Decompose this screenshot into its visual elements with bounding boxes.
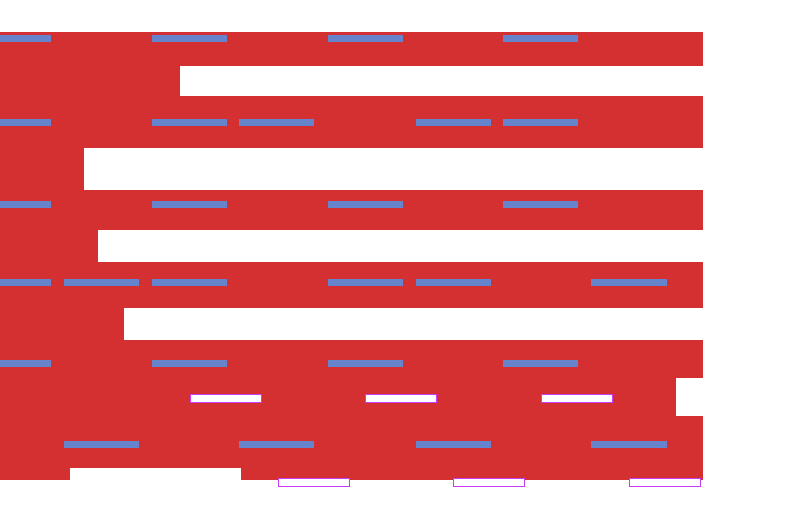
page-gap [676, 378, 703, 416]
masked-text-line[interactable] [328, 279, 403, 286]
masked-text-line[interactable] [152, 35, 227, 42]
page-gap [70, 468, 241, 509]
masked-text-line[interactable] [152, 201, 227, 208]
masked-text-line[interactable] [0, 35, 51, 42]
legend-redaction-label: redacted body block [0, 0, 1, 1]
highlight-span[interactable] [365, 394, 437, 403]
masked-text-line[interactable] [239, 441, 314, 448]
masked-text-line[interactable] [0, 119, 51, 126]
page-gap [98, 230, 703, 262]
page-gap [180, 66, 703, 96]
masked-text-line[interactable] [239, 119, 314, 126]
masked-text-line[interactable] [503, 119, 578, 126]
masked-text-line[interactable] [591, 279, 667, 286]
masked-text-line[interactable] [152, 360, 227, 367]
masked-text-line[interactable] [503, 201, 578, 208]
page-gap [124, 308, 703, 340]
highlight-span[interactable] [278, 478, 350, 487]
legend-highlight-label: highlighted text span [0, 0, 1, 1]
masked-text-line[interactable] [328, 201, 403, 208]
masked-text-line[interactable] [328, 35, 403, 42]
masked-text-line[interactable] [416, 441, 491, 448]
masked-text-line[interactable] [0, 201, 51, 208]
redaction-block [0, 338, 703, 428]
masked-text-line[interactable] [152, 119, 227, 126]
masked-text-line[interactable] [0, 360, 51, 367]
page-gap [84, 148, 703, 190]
legend-line-label: masked text line [0, 0, 1, 1]
masked-text-line[interactable] [64, 279, 139, 286]
highlight-span[interactable] [629, 478, 701, 487]
masked-text-line[interactable] [503, 360, 578, 367]
highlight-span[interactable] [453, 478, 525, 487]
highlight-span[interactable] [190, 394, 262, 403]
redaction-block [676, 416, 703, 480]
masked-text-line[interactable] [591, 441, 667, 448]
highlight-span[interactable] [541, 394, 613, 403]
masked-text-line[interactable] [0, 279, 51, 286]
masked-text-line[interactable] [152, 279, 227, 286]
page-title: Redacted Document Page [0, 0, 1, 1]
masked-text-line[interactable] [64, 441, 139, 448]
masked-text-line[interactable] [416, 279, 491, 286]
masked-text-line[interactable] [503, 35, 578, 42]
masked-text-line[interactable] [328, 360, 403, 367]
masked-text-line[interactable] [416, 119, 491, 126]
